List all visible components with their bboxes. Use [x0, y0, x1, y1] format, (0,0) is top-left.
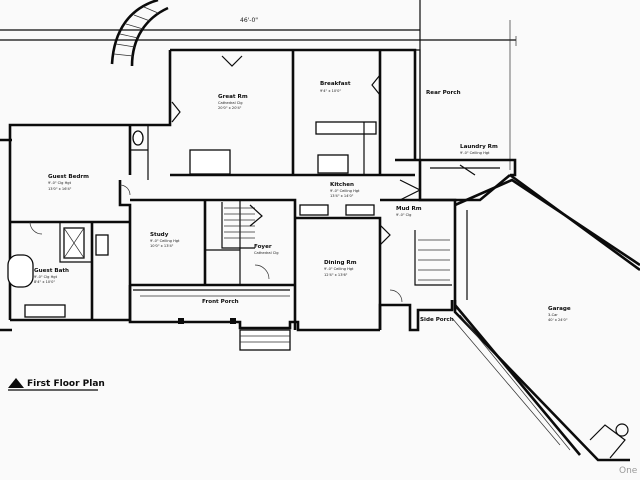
room-label-garage: Garage 3-Car 40' x 24'0" — [548, 306, 571, 322]
garage-size: 40' x 24'0" — [548, 318, 568, 322]
room-label-guest-bedroom: Guest Bedrm 9'-0" Clg Hgt 13'0" x 16'4" — [48, 174, 89, 191]
foyer-ceiling: Cathedral Clg — [254, 251, 279, 255]
garage-name: Garage — [548, 306, 571, 312]
north-arrow-icon — [8, 378, 24, 388]
dining-name: Dining Rm — [324, 260, 357, 266]
dining-ceiling: 9'-0" Ceiling Hgt — [324, 267, 354, 271]
kitchen-ceiling: 9'-0" Ceiling Hgt — [330, 189, 360, 193]
great-room-ceiling: Cathedral Clg — [218, 101, 243, 105]
bathroom-fixtures — [7, 130, 144, 318]
plan-title: First Floor Plan — [27, 379, 105, 389]
mud-room-name: Mud Rm — [396, 206, 422, 212]
room-label-guest-bath: Guest Bath 9'-0" Clg Hgt 8'4" x 10'0" — [34, 268, 69, 284]
room-label-side-porch: Side Porch — [420, 317, 454, 323]
guest-bedroom-name: Guest Bedrm — [48, 174, 89, 180]
plan-title-block: First Floor Plan — [8, 378, 105, 391]
foyer-name: Foyer — [254, 244, 272, 250]
great-room-size: 20'0" x 20'4" — [218, 106, 242, 110]
guest-bath-ceiling: 9'-0" Clg Hgt — [34, 275, 58, 279]
great-room-name: Great Rm — [218, 94, 248, 100]
kitchen-size: 13'4" x 14'0" — [330, 194, 354, 198]
room-label-front-porch: Front Porch — [202, 299, 239, 305]
room-label-study: Study 9'-0" Ceiling Hgt 10'0" x 13'4" — [150, 232, 180, 248]
kitchen-fixtures — [189, 121, 377, 216]
main-staircase — [221, 202, 263, 249]
watermark: One — [619, 466, 638, 476]
guest-bath-name: Guest Bath — [34, 268, 69, 274]
dining-size: 12'4" x 13'6" — [324, 273, 348, 277]
study-ceiling: 9'-0" Ceiling Hgt — [150, 239, 180, 243]
breakfast-size: 9'4" x 10'0" — [320, 89, 341, 93]
room-label-dining: Dining Rm 9'-0" Ceiling Hgt 12'4" x 13'6… — [324, 260, 357, 277]
study-size: 10'0" x 13'4" — [150, 244, 174, 248]
kitchen-name: Kitchen — [330, 182, 354, 188]
garage-ceiling: 3-Car — [548, 313, 558, 317]
front-porch-structure — [133, 289, 291, 351]
room-label-breakfast: Breakfast 9'4" x 10'0" — [320, 81, 351, 93]
guest-bedroom-ceiling: 9'-0" Clg Hgt — [48, 181, 72, 185]
mud-room-area — [380, 179, 457, 310]
room-label-foyer: Foyer Cathedral Clg — [254, 244, 279, 255]
breakfast-name: Breakfast — [320, 81, 351, 87]
room-label-great-room: Great Rm Cathedral Clg 20'0" x 20'4" — [218, 94, 248, 110]
front-porch-name: Front Porch — [202, 299, 239, 305]
room-label-mud-room: Mud Rm 9'-0" Clg — [396, 206, 422, 217]
laundry-ceiling: 9'-0" Ceiling Hgt — [460, 151, 490, 155]
room-label-laundry: Laundry Rm 9'-0" Ceiling Hgt — [460, 144, 498, 155]
garage-structure — [451, 173, 640, 462]
guest-bedroom-size: 13'0" x 16'4" — [48, 187, 72, 191]
room-label-kitchen: Kitchen 9'-0" Ceiling Hgt 13'4" x 14'0" — [330, 182, 360, 198]
arched-walkway — [110, 0, 169, 67]
mud-room-ceiling: 9'-0" Clg — [396, 213, 411, 217]
side-porch-name: Side Porch — [420, 317, 454, 323]
guest-bath-size: 8'4" x 10'0" — [34, 280, 55, 284]
rear-porch-name: Rear Porch — [426, 90, 461, 96]
overall-dimension-label: 46'-0" — [240, 17, 258, 24]
room-label-rear-porch: Rear Porch — [426, 90, 461, 96]
study-name: Study — [150, 232, 169, 238]
laundry-name: Laundry Rm — [460, 144, 498, 150]
door-swings — [29, 55, 403, 303]
interior-walls — [10, 50, 415, 330]
